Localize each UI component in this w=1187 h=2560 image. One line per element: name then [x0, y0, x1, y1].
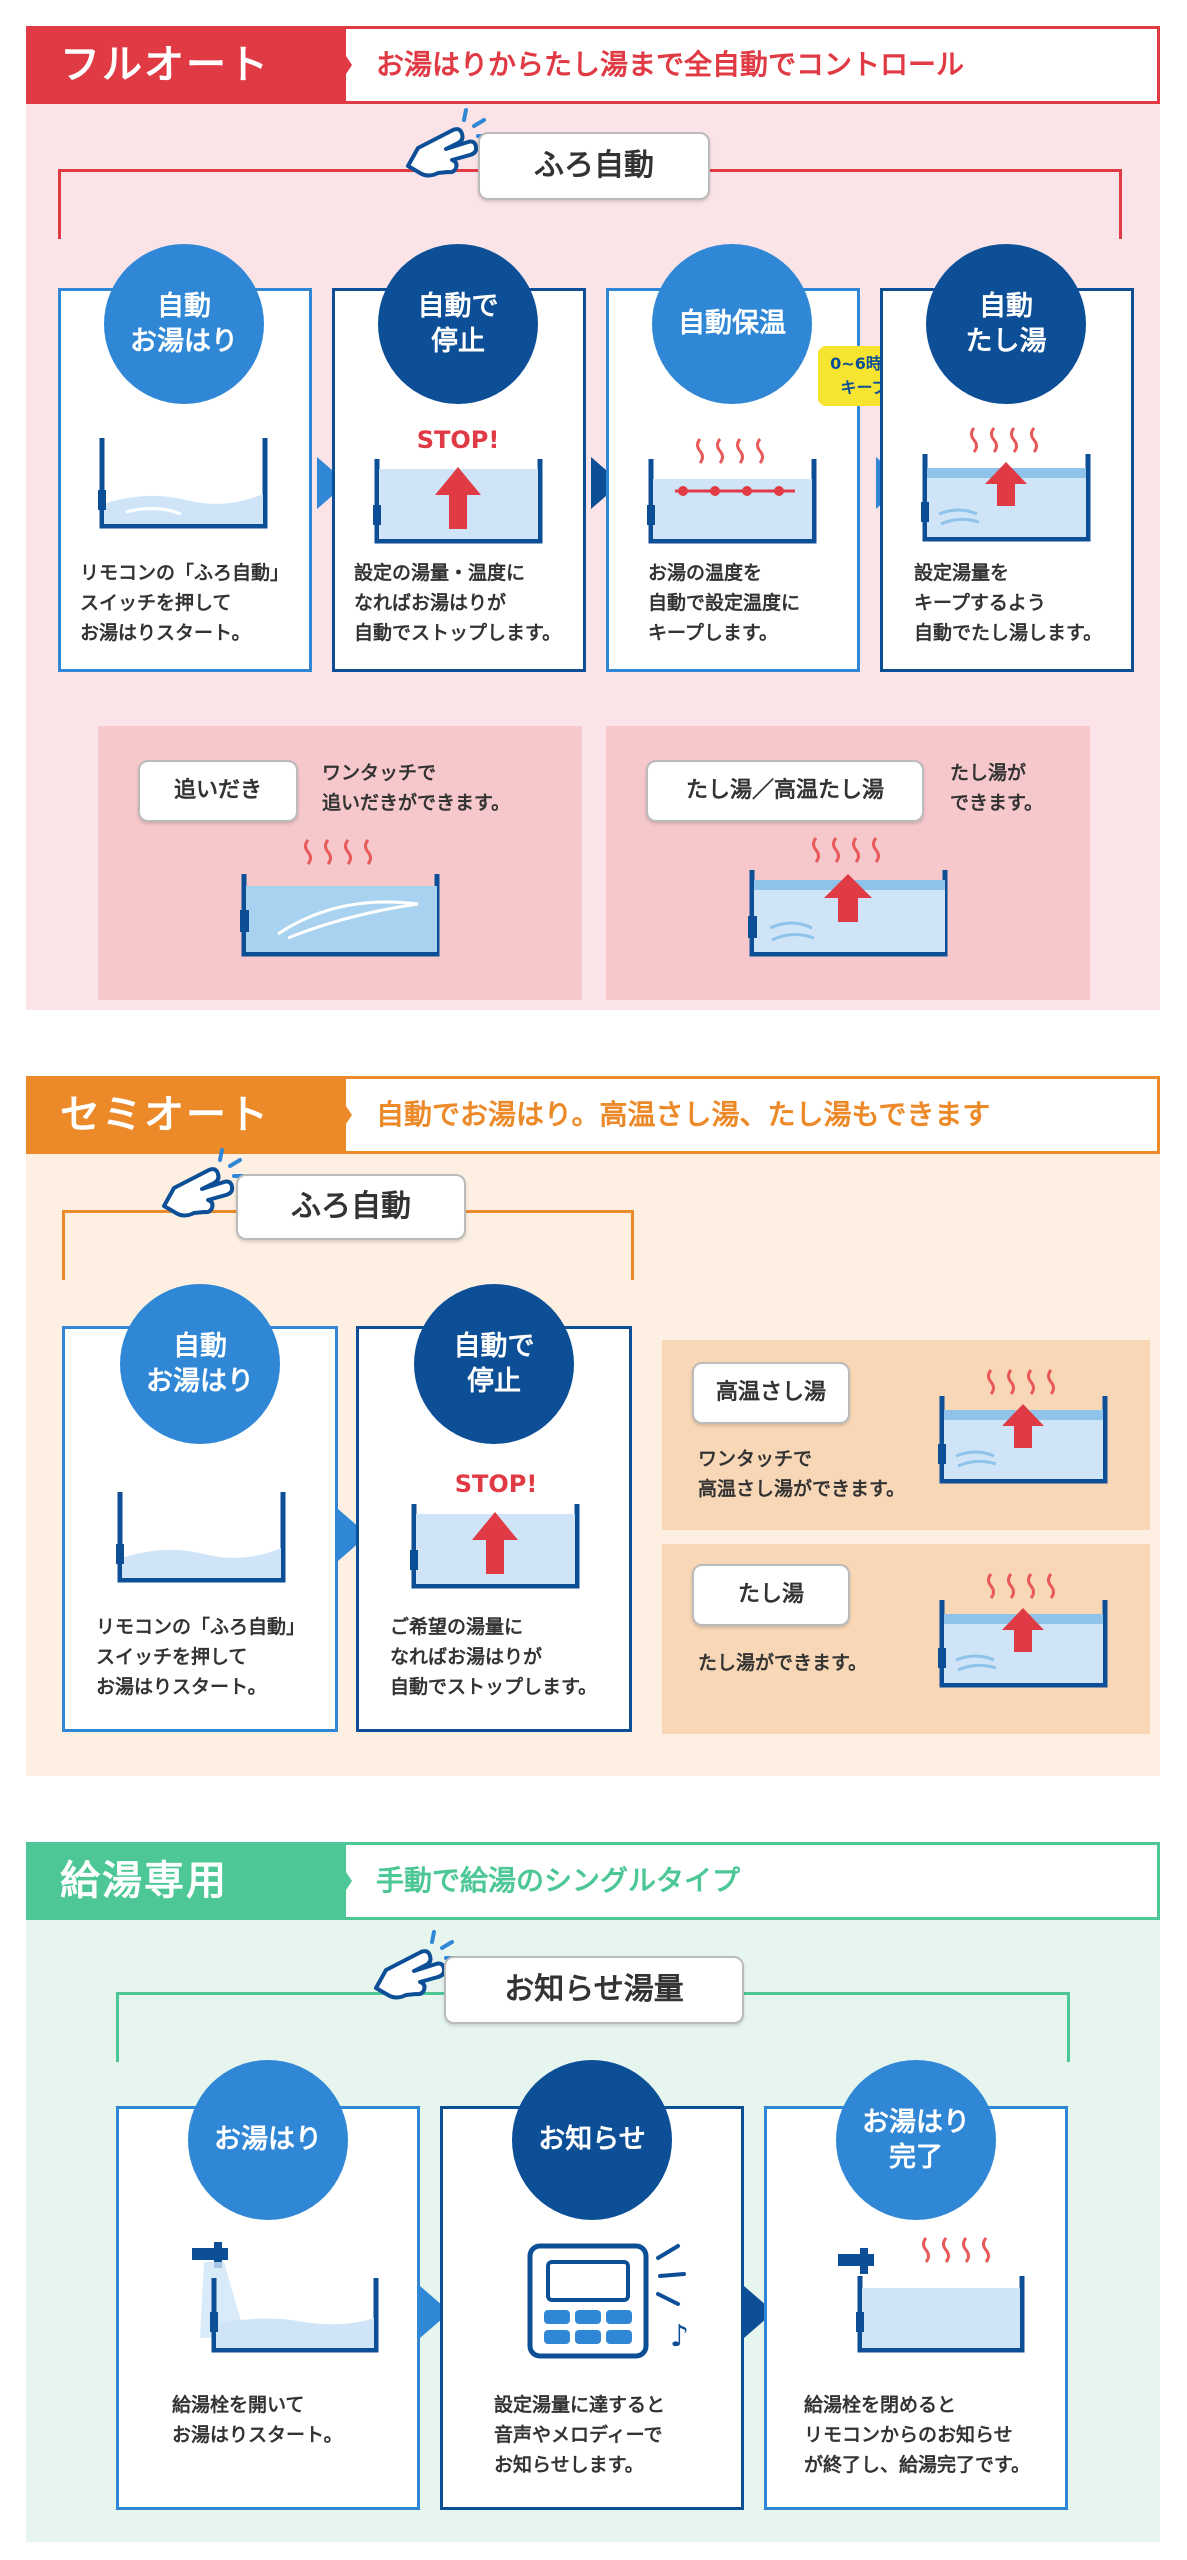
feature-add-hot-desc: たし湯が できます。 [950, 762, 1044, 814]
bathtub-add-icon [921, 427, 1091, 542]
bathtub-add-hot-icon [748, 837, 948, 957]
bathtub-add-water-icon [938, 1573, 1108, 1688]
bathtub-reheat-icon [240, 839, 440, 957]
semi-auto-section: セミオート 自動でお湯はり。高温さし湯、たし湯もできます ふろ自動 自動 お湯は… [26, 1076, 1160, 1776]
full-auto-header: フルオート お湯はりからたし湯まで全自動でコントロール [26, 26, 1160, 104]
header-arrow-icon [312, 1842, 352, 1920]
bathtub-high-temp-icon [938, 1369, 1108, 1484]
semi-auto-body: ふろ自動 自動 お湯はり リモコンの「ふろ自動」 スイッチを押して お湯はりスタ… [26, 1148, 1160, 1776]
full-step-auto-keep-title: 自動保温 [652, 244, 812, 404]
supply-only-section: 給湯専用 手動で給湯のシングルタイプ お知らせ湯量 お湯はり 給湯栓を開いて お… [26, 1842, 1160, 2542]
bathtub-keep-icon [647, 438, 817, 544]
semi-step-auto-fill-desc: リモコンの「ふろ自動」 スイッチを押して お湯はりスタート。 [96, 1616, 306, 1698]
supply-only-header: 給湯専用 手動で給湯のシングルタイプ [26, 1842, 1160, 1920]
supply-only-body: お知らせ湯量 お湯はり 給湯栓を開いて お湯はりスタート。 お知らせ [26, 1920, 1160, 2542]
feature-add-hot-label: たし湯／高温たし湯 [646, 760, 924, 822]
full-step-auto-stop-title: 自動で 停止 [378, 244, 538, 404]
supply-only-label: 給湯専用 [26, 1842, 346, 1920]
supply-step-notify-title: お知らせ [512, 2060, 672, 2220]
mode-pill: お知らせ湯量 [444, 1956, 744, 2024]
semi-auto-label: セミオート [26, 1076, 346, 1154]
semi-step-auto-fill-title: 自動 お湯はり [120, 1284, 280, 1444]
bathtub-stop-icon [373, 459, 543, 544]
semi-step-auto-stop-desc: ご希望の湯量に なればお湯はりが 自動でストップします。 [390, 1616, 598, 1698]
feature-reheat-desc: ワンタッチで 追いだきができます。 [322, 762, 511, 814]
full-auto-section: フルオート お湯はりからたし湯まで全自動でコントロール ふろ自動 自動 お湯はり… [26, 26, 1160, 1010]
supply-step-complete-desc: 給湯栓を閉めると リモコンからのお知らせ が終了し、給湯完了です。 [804, 2394, 1031, 2476]
feature-high-temp-label: 高温さし湯 [692, 1362, 850, 1424]
bathtub-icon [98, 438, 268, 529]
full-auto-tagline: お湯はりからたし湯まで全自動でコントロール [346, 26, 1160, 104]
full-step-auto-stop-desc: 設定の湯量・温度に なればお湯はりが 自動でストップします。 [354, 562, 562, 644]
semi-auto-tagline: 自動でお湯はり。高温さし湯、たし湯もできます [346, 1076, 1160, 1154]
full-step-auto-fill-title: 自動 お湯はり [104, 244, 264, 404]
full-auto-label: フルオート [26, 26, 346, 104]
supply-step-notify-desc: 設定湯量に達すると 音声やメロディーで お知らせします。 [494, 2394, 666, 2476]
bathtub-icon [116, 1492, 286, 1583]
supply-step-fill-title: お湯はり [188, 2060, 348, 2220]
feature-high-temp-desc: ワンタッチで 高温さし湯ができます。 [698, 1448, 906, 1500]
header-arrow-icon [312, 1076, 352, 1154]
full-step-auto-keep-desc: お湯の温度を 自動で設定温度に キープします。 [648, 562, 801, 644]
header-arrow-icon [312, 26, 352, 104]
svg-text:♪: ♪ [670, 2319, 689, 2354]
supply-step-complete-title: お湯はり 完了 [836, 2060, 996, 2220]
semi-auto-header: セミオート 自動でお湯はり。高温さし湯、たし湯もできます [26, 1076, 1160, 1154]
full-step-auto-add-desc: 設定湯量を キープするよう 自動でたし湯します。 [914, 562, 1103, 644]
supply-only-tagline: 手動で給湯のシングルタイプ [346, 1842, 1160, 1920]
supply-step-fill [116, 2106, 420, 2510]
bathtub-full-icon [838, 2237, 1025, 2353]
feature-reheat-label: 追いだき [138, 760, 298, 822]
feature-add-water-label: たし湯 [692, 1564, 850, 1626]
bathtub-faucet-icon [192, 2242, 379, 2353]
full-step-auto-add-title: 自動 たし湯 [926, 244, 1086, 404]
full-step-auto-fill-desc: リモコンの「ふろ自動」 スイッチを押して お湯はりスタート。 [80, 562, 290, 644]
mode-pill: ふろ自動 [478, 132, 710, 200]
full-auto-body: ふろ自動 自動 お湯はり リモコンの「ふろ自動」 スイッチを押して お湯はりスタ… [26, 104, 1160, 1010]
feature-add-water-desc: たし湯ができます。 [698, 1652, 868, 1674]
semi-step-auto-stop-title: 自動で 停止 [414, 1284, 574, 1444]
hand-pointer-icon [406, 108, 492, 178]
bathtub-stop-icon [410, 1504, 580, 1589]
remote-control-icon: ♪ [527, 2243, 689, 2359]
mode-pill: ふろ自動 [236, 1174, 466, 1240]
stop-label: STOP! [454, 1470, 538, 1498]
stop-label: STOP! [416, 426, 500, 454]
supply-step-fill-desc: 給湯栓を開いて お湯はりスタート。 [172, 2394, 343, 2446]
